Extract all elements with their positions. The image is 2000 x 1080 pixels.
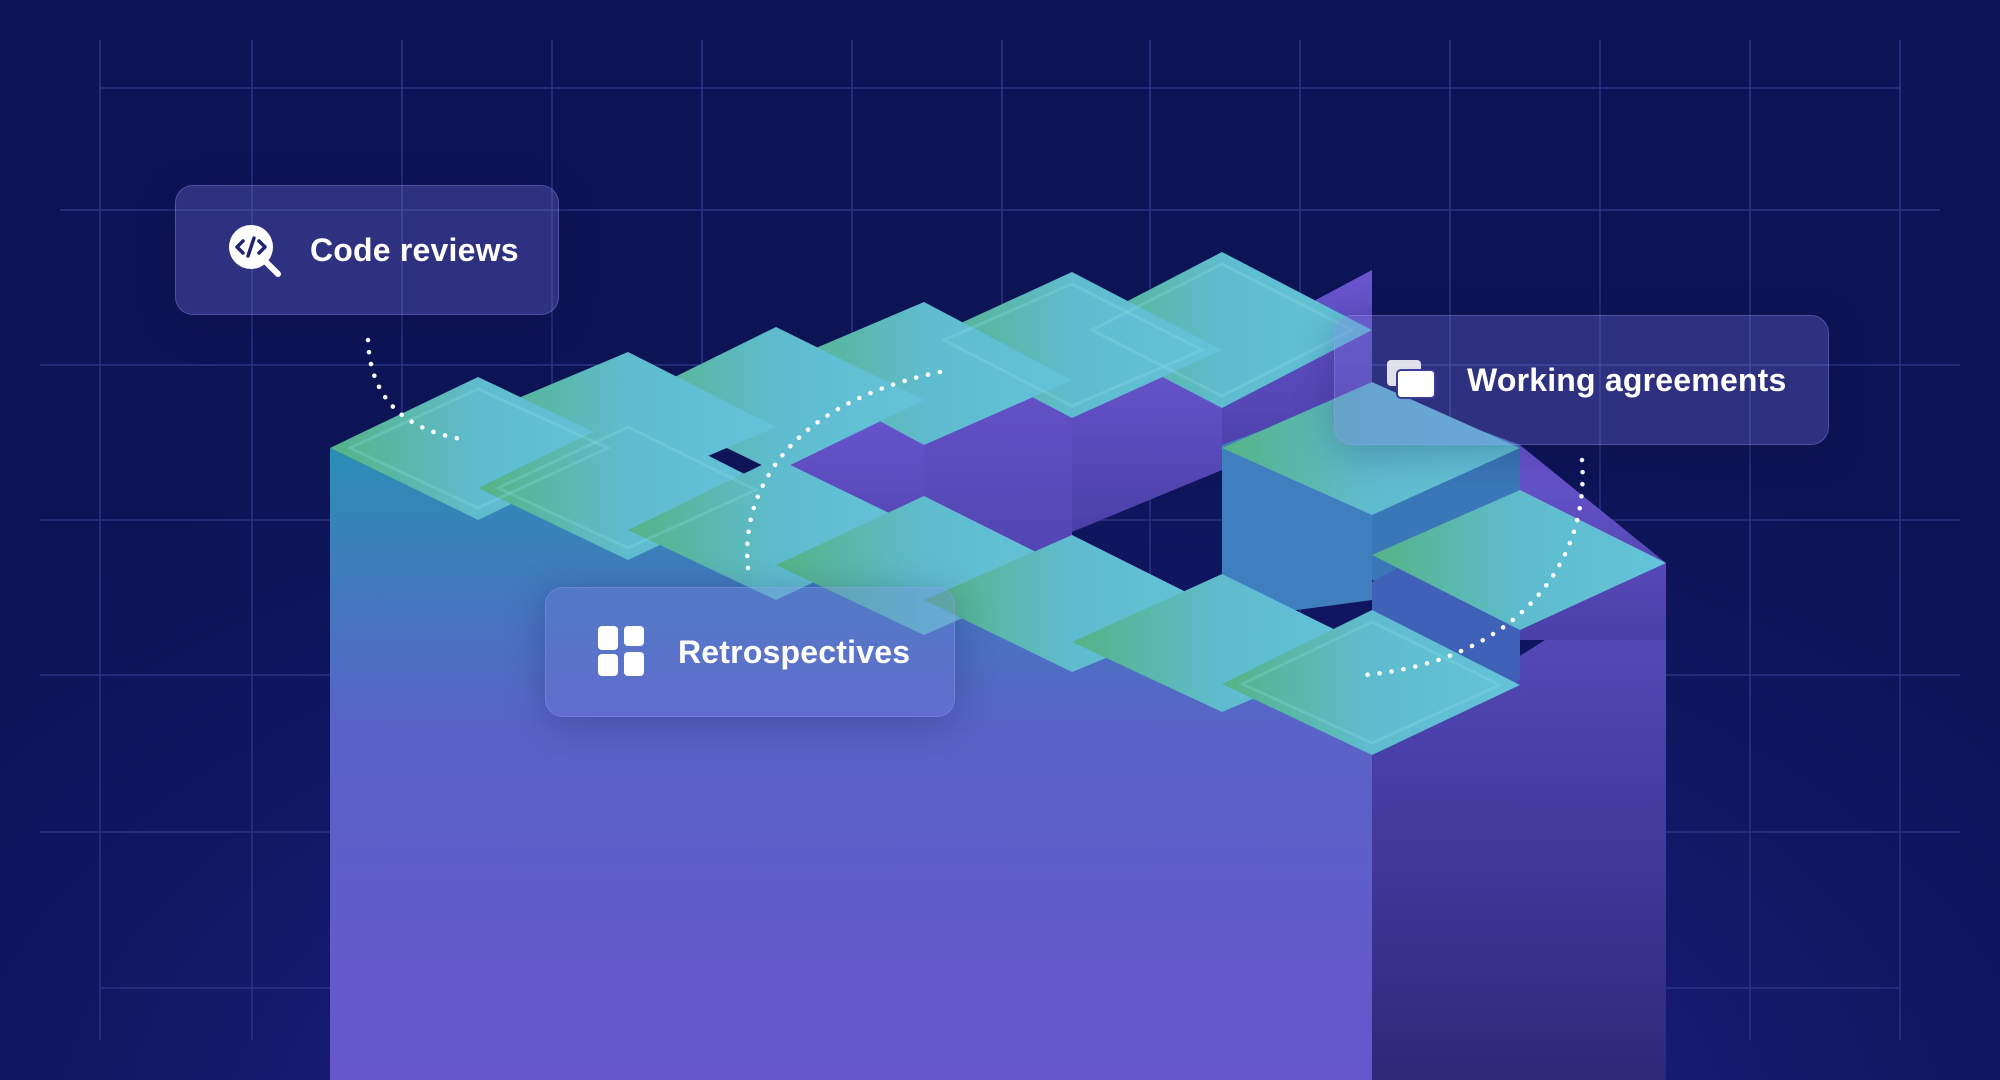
dotted-connectors (365, 337, 1585, 678)
code-search-icon (226, 222, 282, 278)
working-agreements-label: Working agreements (1467, 361, 1787, 398)
working-agreements-card[interactable]: Working agreements (1334, 315, 1829, 445)
dotted-path-code-reviews (365, 337, 471, 443)
retrospectives-card[interactable]: Retrospectives (545, 587, 955, 717)
code-reviews-label: Code reviews (310, 231, 519, 268)
top-tiles (330, 252, 1666, 755)
code-reviews-card[interactable]: Code reviews (175, 185, 559, 315)
grid-blocks-icon (594, 624, 650, 680)
isometric-block (330, 252, 1666, 1080)
dotted-path-retro (744, 367, 953, 571)
retrospectives-label: Retrospectives (678, 633, 911, 670)
tile-highlights (346, 262, 1504, 745)
stacked-cards-icon (1383, 352, 1439, 408)
